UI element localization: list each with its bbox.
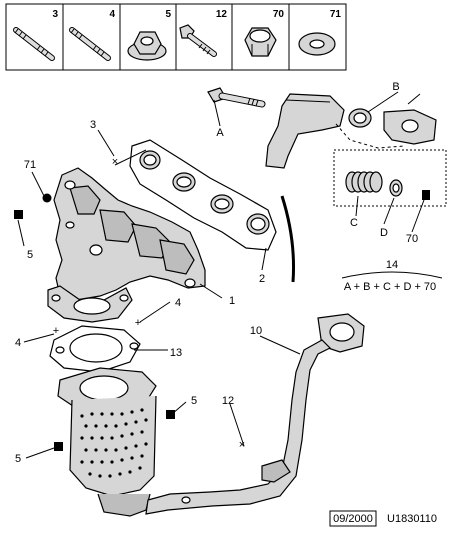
stud-icon: [13, 27, 55, 61]
nut-icon: [244, 27, 277, 57]
callout-13: 13: [170, 347, 182, 359]
callout-5-lower: 5: [15, 453, 21, 465]
callout-4-left: 4: [15, 337, 21, 349]
down-pipe-joint-detail: [207, 87, 437, 169]
header-ref-5: 5: [165, 9, 171, 20]
header-ref-71: 71: [330, 9, 342, 20]
footer: 09/2000 U1830110: [329, 510, 437, 527]
flange-nut-icon: [127, 31, 167, 61]
header-ref-4: 4: [109, 9, 115, 20]
nut-marker-icon: [422, 190, 430, 200]
callout-4-right: 4: [175, 297, 181, 309]
stud-marker-icon: +: [53, 325, 59, 337]
fastener-markers: × + + ×: [14, 156, 245, 451]
nut-marker-icon: [166, 410, 175, 419]
callout-labels: 3 71 5 2 1 4 4 13 5 5 12 10 A B C D 70: [15, 81, 418, 465]
stud-icon: [69, 27, 111, 61]
manifold-gasket: [129, 139, 277, 251]
header-ref-12: 12: [216, 9, 228, 20]
callout-C: C: [350, 217, 358, 229]
callout-3: 3: [90, 119, 96, 131]
callout-12: 12: [222, 395, 234, 407]
callout-5-upper: 5: [27, 249, 33, 261]
down-pipe: [145, 313, 365, 515]
stud-marker-icon: +: [135, 317, 141, 329]
callout-71: 71: [24, 159, 36, 171]
nut-marker-icon: [54, 442, 63, 451]
callout-D: D: [380, 227, 388, 239]
callout-10: 10: [250, 325, 262, 337]
washer-marker-icon: [42, 193, 52, 203]
bolt-icon: [179, 24, 217, 57]
kit-formula-text: A + B + C + D + 70: [344, 281, 436, 293]
callout-5-mid: 5: [191, 395, 197, 407]
footer-code: U1830110: [387, 513, 437, 525]
kit-ref: 14: [386, 259, 398, 271]
nut-marker-icon: [14, 210, 23, 219]
divider-curve: [280, 195, 296, 283]
bolt-marker-icon: ×: [239, 439, 245, 451]
leader-lines: [17, 91, 425, 459]
heat-shield-perforation: [80, 408, 148, 478]
catalyst-gasket: [49, 325, 141, 373]
spring-kit-detail: [333, 149, 447, 207]
callout-A: A: [216, 127, 224, 139]
spring-icon: [345, 171, 383, 193]
callout-70: 70: [406, 233, 418, 245]
header-ref-3: 3: [52, 9, 58, 20]
washer-icon: [298, 32, 336, 56]
callout-2: 2: [259, 273, 265, 285]
kit-formula: 14 A + B + C + D + 70: [341, 259, 443, 293]
footer-date: 09/2000: [333, 513, 373, 525]
header-ref-70: 70: [273, 9, 285, 20]
catalytic-converter: [57, 367, 157, 517]
callout-1: 1: [229, 295, 235, 307]
parts-header: 3 4 5 12 70 71: [5, 3, 347, 71]
exhaust-manifold: [47, 167, 206, 323]
callout-B: B: [392, 81, 399, 93]
stud-marker-icon: ×: [112, 156, 118, 168]
